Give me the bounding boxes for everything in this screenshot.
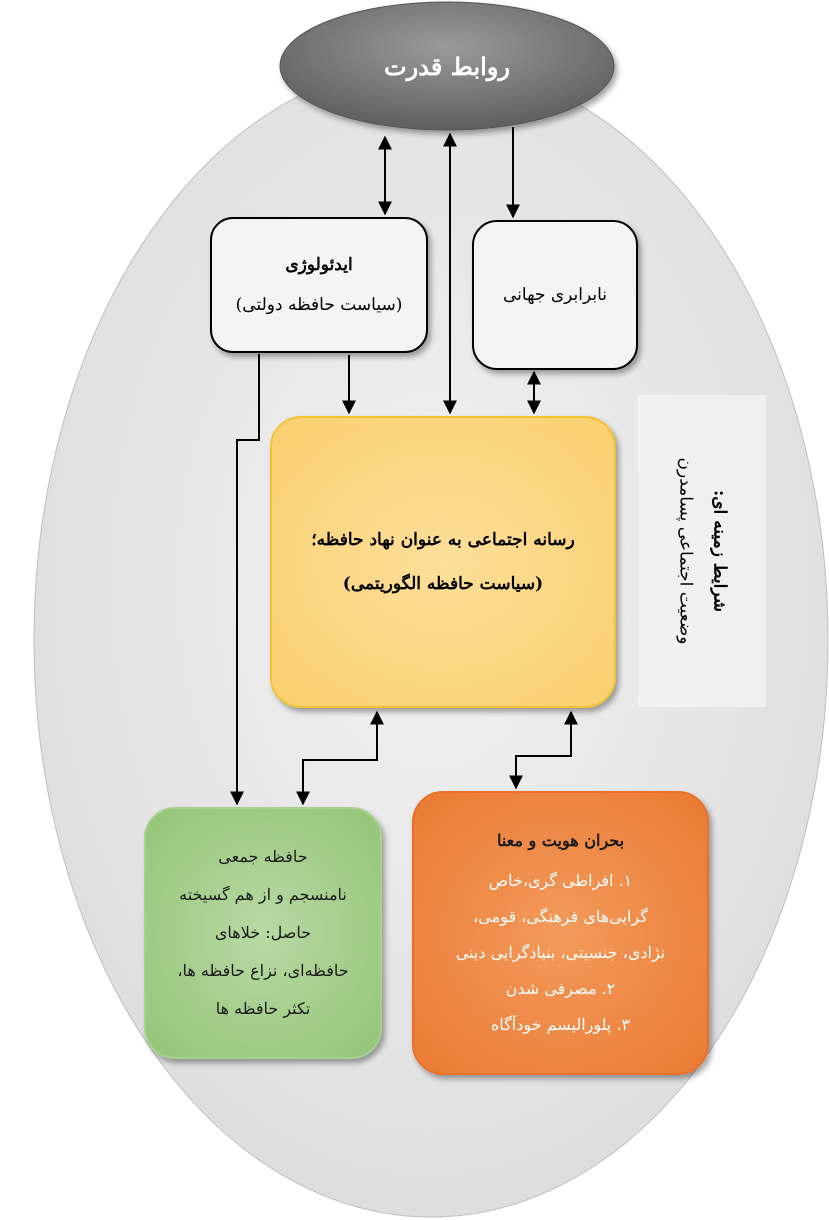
collective-line-3: حاصل: خلاهای	[214, 923, 312, 942]
inequality-box-shape	[472, 220, 638, 370]
arrow-media-collective	[296, 710, 384, 806]
media-line-1: رسانه اجتماعی به عنوان نهاد حافظه؛	[311, 530, 575, 550]
media-box-shape	[270, 416, 616, 708]
power-relations-node	[279, 1, 615, 131]
media-line-2: (سیاست حافظه الگوریتمی)	[342, 574, 544, 594]
arrow-ideology-collective	[230, 354, 260, 806]
collective-memory-box-shape	[144, 807, 382, 1059]
context-panel-text: شرایط زمینه ای: وضعیت اجتماعی پسامدرن	[638, 395, 766, 707]
collective-line-5: تکثر حافظه ها	[215, 999, 311, 1018]
media-box: رسانه اجتماعی به عنوان نهاد حافظه؛ (سیاس…	[271, 417, 615, 707]
inequality-label: نابرابری جهانی	[503, 285, 607, 305]
crisis-line-5: ۳. پلورالیسم خودآگاه	[490, 1015, 631, 1034]
ideology-box-shape	[210, 217, 428, 353]
identity-crisis-box-shape	[412, 791, 709, 1075]
arrow-media-crisis	[509, 710, 578, 790]
power-relations-label: روابط قدرت	[384, 51, 510, 81]
collective-line-2: نامنسجم و از هم گسیخته	[179, 885, 347, 904]
crisis-line-4: ۲. مصرفی شدن	[505, 979, 616, 998]
ideology-box: ایدئولوژی (سیاست حافظه دولتی)	[211, 218, 427, 352]
context-panel	[638, 395, 766, 707]
crisis-title: بحران هویت و معنا	[496, 831, 625, 850]
context-title: شرایط زمینه ای:	[709, 489, 729, 613]
context-subtitle: وضعیت اجتماعی پسامدرن	[675, 457, 695, 645]
crisis-line-1: ۱. افراطی گری،خاص	[488, 871, 633, 890]
collective-line-4: حافظه‌ای، نزاع حافظه ها،	[177, 961, 349, 980]
ideology-subtitle: (سیاست حافظه دولتی)	[235, 295, 403, 315]
collective-line-1: حافظه جمعی	[218, 847, 308, 866]
inequality-box: نابرابری جهانی	[473, 221, 637, 369]
collective-memory-box: حافظه جمعی نامنسجم و از هم گسیخته حاصل: …	[145, 808, 381, 1058]
identity-crisis-box: بحران هویت و معنا ۱. افراطی گری،خاص گرای…	[413, 792, 708, 1074]
crisis-line-2: گرایی‌های فرهنگی، قومی،	[473, 907, 648, 926]
ideology-title: ایدئولوژی	[285, 255, 353, 275]
crisis-line-3: نژادی، جنسیتی، بنیادگرایی دینی	[455, 943, 666, 962]
